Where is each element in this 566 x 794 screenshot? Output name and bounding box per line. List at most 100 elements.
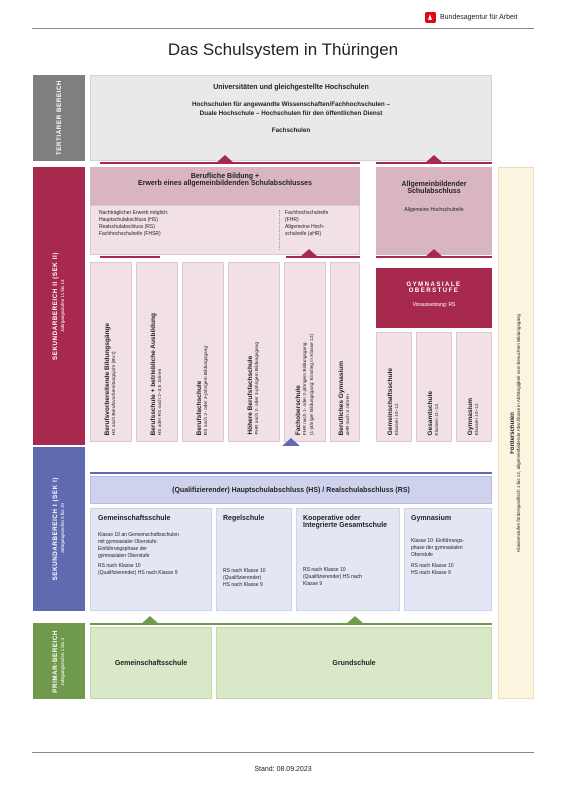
arrow-up-icon <box>425 249 443 257</box>
tertiary-duale: Duale Hochschule – Hochschulen für den ö… <box>199 110 383 117</box>
col-1-name: Berufsschule + betriebliche Ausbildung <box>150 312 157 435</box>
tertiary-box: Universitäten und gleichgestellte Hochsc… <box>90 75 492 161</box>
arrow-line-allgemein <box>376 162 492 164</box>
tertiary-fachschulen: Fachschulen <box>271 127 311 134</box>
sek1-gemeinschaftsschule: Gemeinschaftsschule Klasse 10 an Gemeins… <box>90 508 212 611</box>
footer-date: Stand: 08.09.2023 <box>254 766 312 773</box>
connector-line <box>286 256 360 258</box>
col-3-name: Höhere Berufsfachschule <box>247 356 254 435</box>
connector-line-sek1 <box>90 472 492 474</box>
berufliche-bildung-header: Berufliche Bildung + Erwerb eines allgem… <box>90 167 360 205</box>
allgemein-sub: Allgemeine Hochschulreife <box>404 207 464 213</box>
sek1-box-0-text1: Klasse 10 an Gemeinschaftsschulen <box>98 532 179 538</box>
side-label-tertiaer: TERTIÄRER BEREICH <box>33 75 85 161</box>
nachtraeglich-head: Nachträglicher Erwerb möglich: <box>99 210 169 216</box>
hs-rs-bar: (Qualifizierender) Hauptschulabschluss (… <box>90 476 492 504</box>
col-4-name: Fachoberschule <box>294 385 302 435</box>
col-4-sub2: (1-jähriger Bildungsgang: Einstieg in Kl… <box>309 333 315 435</box>
sek1-box-3-text5: HS nach Klasse 9 <box>411 570 451 576</box>
side-label-sek2: SEKUNDARBEREICH II (SEK II)Jahrgangsstuf… <box>33 167 85 445</box>
nachtraeglich-rs: Realschulabschluss (RS) <box>99 224 155 230</box>
sek1-box-3-text4: RS nach Klasse 10 <box>411 563 454 569</box>
side-label-sek1-sub: Jahrgangsstufen 5 bis 10 <box>60 503 65 555</box>
hochschulreife-list: Fachhochschulreife (FHR) Allgemeine Hoch… <box>285 210 359 238</box>
side-label-sek1: SEKUNDARBEREICH I (SEK I)Jahrgangsstufen… <box>33 447 85 611</box>
gym-col-0-sub: Klassen 10–12 <box>395 403 400 435</box>
arrow-up-icon <box>282 438 300 446</box>
col-0-sub: HS nach Berufsvorbereitungsjahr (BVJ) <box>112 351 117 435</box>
nachtraeglich-hs: Hauptschulabschluss (HS) <box>99 217 158 223</box>
fhr-label: Fachhochschulreife <box>285 210 329 216</box>
sek1-box-2-text1: RS nach Klasse 10 <box>303 567 346 573</box>
side-label-tertiaer-text: TERTIÄRER BEREICH <box>55 80 63 156</box>
gym-col-1-sub: Klassen 11–13 <box>435 403 440 435</box>
gym-col-1-name: Gesamtschule <box>427 390 434 435</box>
ahr-label-2: schulreife (aHR) <box>285 231 322 237</box>
sek1-box-0-text6: (Qualifizierender) HS nach Klasse 9 <box>98 570 178 576</box>
col-2-sub: RS nach 2- oder 3-jährigem Bildungsgang <box>204 345 209 435</box>
sek1-box-0-text5: RS nach Klasse 10 <box>98 563 141 569</box>
primary-grundschule: Grundschule <box>216 627 492 699</box>
ba-logo-icon <box>425 11 436 23</box>
sek1-box-0-text3: Einführungsphase der <box>98 546 147 552</box>
sek1-box-0-text4: gymnasialen Oberstufe <box>98 553 150 559</box>
side-label-sek1-text: SEKUNDARBEREICH I (SEK I) <box>52 477 59 581</box>
sek1-gymnasium: Gymnasium Klasse 10: Einführungs- phase … <box>404 508 492 611</box>
foerderschulen-column: Förderschulen Klassenstufen förderspezif… <box>498 167 534 699</box>
header-divider <box>32 28 534 29</box>
side-label-sek2-sub: Jahrgangsstufen 11 bis 13 <box>60 279 65 333</box>
connector-line <box>100 256 160 258</box>
nachtraeglich-list: Nachträglicher Erwerb möglich: Hauptschu… <box>99 210 274 238</box>
allgemein-title-2: Schulabschluss <box>407 188 461 195</box>
connector-line <box>376 256 492 258</box>
box-divider <box>279 210 280 250</box>
berufliche-title-2: Erwerb eines allgemeinbildenden Schulabs… <box>138 180 312 187</box>
col-5-name: Berufliches Gymnasium <box>338 360 345 435</box>
col-5-sub: aHR nach 3 Jahren <box>346 393 351 435</box>
brand-logo: Bundesagentur für Arbeit <box>425 10 537 24</box>
oberstufe-title-2: OBERSTUFE <box>408 288 460 294</box>
sek1-box-2-title: Kooperative oder Integrierte Gesamtschul… <box>303 515 388 529</box>
nachtraeglich-fhsr: Fachhochschulreife (FHSR) <box>99 231 161 237</box>
gym-col-2-name: Gymnasium <box>467 397 474 435</box>
arrow-line-berufliche <box>100 162 360 164</box>
col-0-name: Berufsvorbereitende Bildungsgänge <box>104 322 111 435</box>
sek1-box-0-title: Gemeinschaftsschule <box>98 515 171 522</box>
footer-divider <box>32 752 534 753</box>
gym-col-0-name: Gemeinschaftsschule <box>387 367 394 435</box>
oberstufe-title-1: GYMNASIALE <box>406 282 462 288</box>
col-2-name: Berufsfachschule <box>196 380 203 435</box>
col-4-sub: FHR nach 1- oder 2-jährigem Bildungsgang <box>302 342 308 435</box>
sek1-box-2-text2: (Qualifizierender) HS nach <box>303 574 362 580</box>
side-label-primary-text: PRIMAR-BEREICH <box>52 629 59 693</box>
sek1-box-1-text1: RS nach Klasse 10 <box>223 568 266 574</box>
sek1-box-3-text2: phase der gymnasialen <box>411 545 463 551</box>
sek1-box-1-text2: (Qualifizierender) <box>223 575 262 581</box>
page-title: Das Schulsystem in Thüringen <box>167 40 399 59</box>
fhr-abbr: (FHR) <box>285 217 299 223</box>
allgemein-box: Allgemeinbildender Schulabschluss Allgem… <box>376 167 492 255</box>
arrow-up-icon <box>216 155 234 163</box>
arrow-up-icon <box>346 616 364 624</box>
sek1-box-1-title: Regelschule <box>223 515 265 522</box>
sek1-box-2-text3: Klasse 9 <box>303 581 323 587</box>
foerder-sub: Klassenstufen förderspezifisch 1 bis 12,… <box>516 314 521 552</box>
allgemein-title-1: Allgemeinbildender <box>401 181 467 188</box>
sek1-regelschule: Regelschule RS nach Klasse 10 (Qualifizi… <box>216 508 292 611</box>
ahr-label-1: Allgemeine Hoch- <box>285 224 325 230</box>
brand-name: Bundesagentur für Arbeit <box>440 13 518 21</box>
arrow-up-icon <box>425 155 443 163</box>
side-label-primary-sub: Jahrgangsstufen 1 bis 4 <box>60 637 65 685</box>
sek1-box-3-text3: Oberstufe <box>411 552 433 558</box>
berufliche-abschluesse-box: Nachträglicher Erwerb möglich: Hauptschu… <box>90 205 360 255</box>
